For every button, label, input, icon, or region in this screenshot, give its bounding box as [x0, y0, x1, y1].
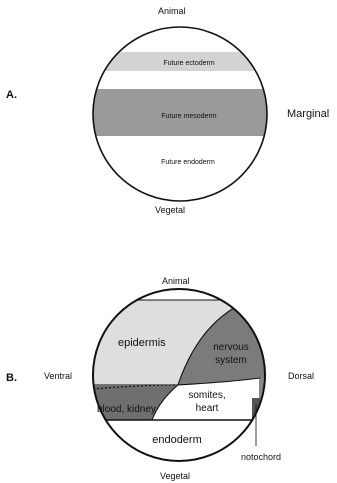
- nervous-label-2: system: [215, 355, 247, 366]
- panel-b-animal-label: Animal: [162, 276, 190, 286]
- ectoderm-label: Future ectoderm: [163, 60, 215, 67]
- nervous-label-1: nervous: [213, 342, 249, 353]
- panel-b-label: B.: [6, 372, 17, 384]
- panel-b-vegetal-label: Vegetal: [160, 471, 190, 481]
- endoderm-b-label: endoderm: [152, 434, 202, 446]
- epidermis-label: epidermis: [118, 337, 166, 349]
- panel-b-dorsal-label: Dorsal: [288, 371, 314, 381]
- panel-b-ventral-label: Ventral: [44, 371, 72, 381]
- endoderm-band: [90, 136, 270, 206]
- endoderm-a-label: Future endoderm: [161, 159, 215, 166]
- somites-label-2: heart: [196, 403, 219, 414]
- blood-kidney-label: blood, kidney: [97, 404, 156, 415]
- somites-label-1: somites,: [188, 390, 225, 401]
- mesoderm-label: Future mesoderm: [161, 113, 216, 120]
- notochord-label: notochord: [241, 452, 281, 462]
